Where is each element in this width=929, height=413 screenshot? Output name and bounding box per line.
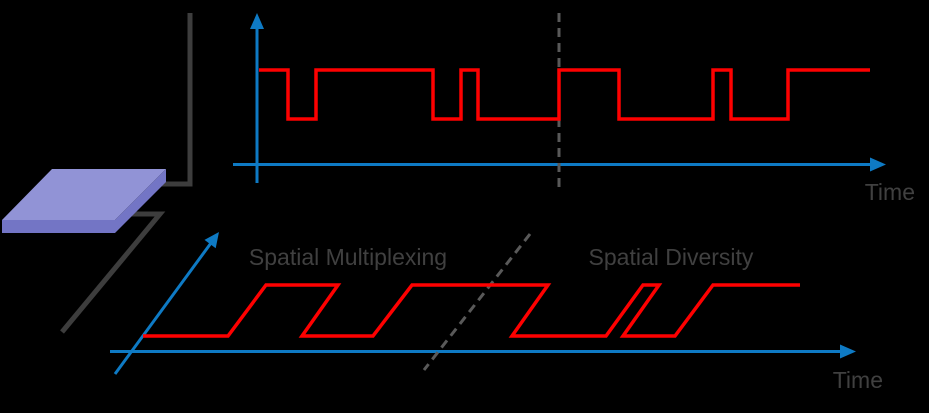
antenna-plate-top-face — [2, 169, 166, 220]
top-waveform — [259, 68, 870, 121]
bottom-x-axis-arrow-icon — [840, 344, 856, 359]
bottom-oblique-axis-arrow-icon — [204, 232, 219, 249]
antenna-plate-right-face — [115, 169, 166, 233]
top-time-label: Time — [865, 179, 915, 205]
top-x-axis-arrow-icon — [870, 157, 886, 172]
bottom-waveform — [143, 283, 800, 338]
patch-antenna — [2, 13, 193, 334]
spatial-diversity-label: Spatial Diversity — [589, 244, 754, 270]
feed-line-to-bottom-chart — [60, 211, 166, 334]
spatial-multiplexing-label: Spatial Multiplexing — [249, 244, 447, 270]
bottom-chart: Spatial Multiplexing Spatial Diversity T… — [110, 232, 883, 393]
top-chart: Time — [233, 13, 915, 205]
antenna-plate-front-face — [2, 220, 115, 233]
top-y-axis-arrow-icon — [250, 13, 264, 29]
feed-line-to-top-chart — [153, 13, 193, 187]
bottom-divider — [422, 233, 532, 371]
bottom-time-label: Time — [833, 367, 883, 393]
